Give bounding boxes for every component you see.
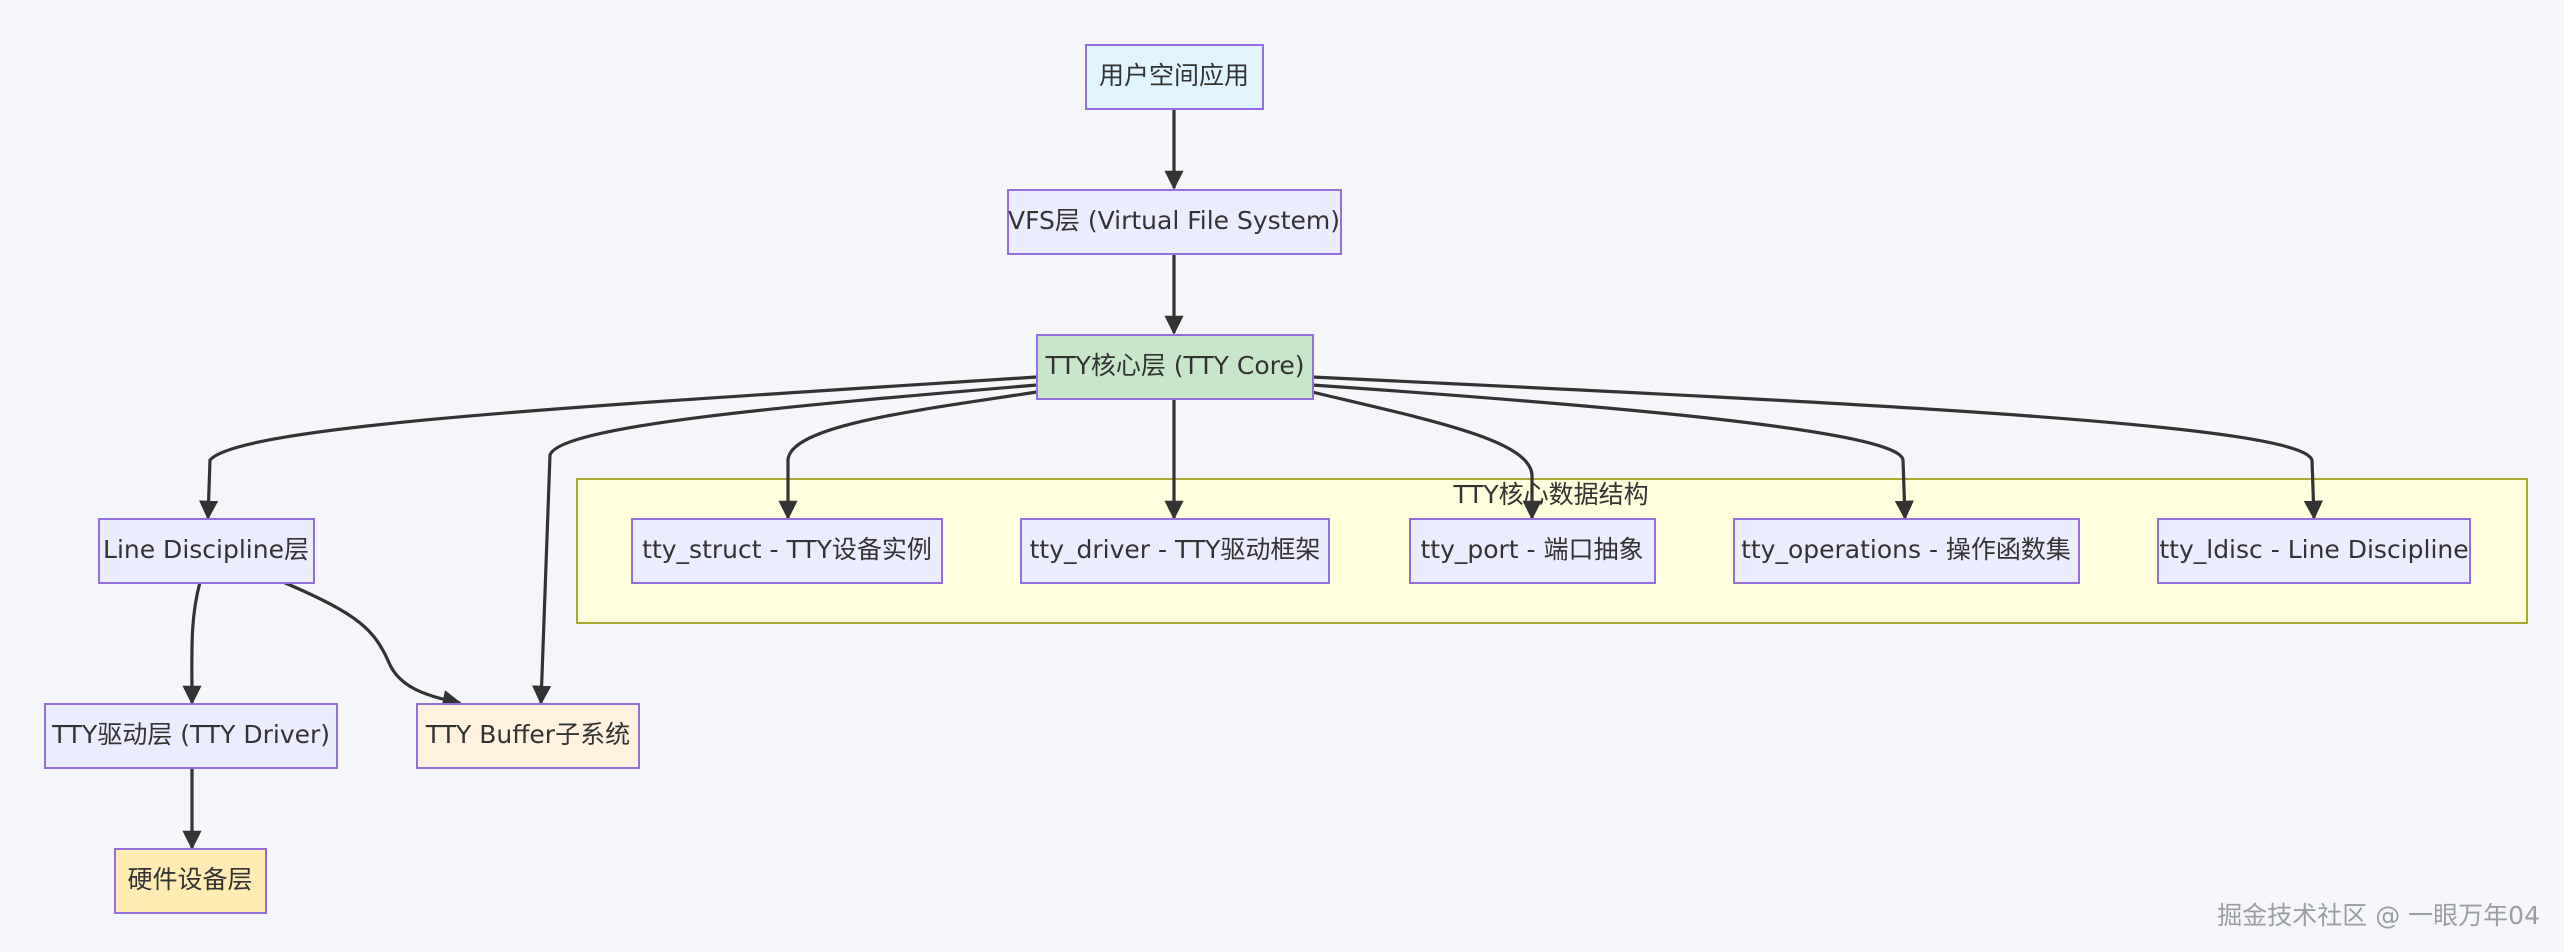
edge-tty-core-to-tty-operations: [1311, 383, 1914, 520]
node-tty-driver: TTY驱动层 (TTY Driver): [44, 703, 338, 769]
node-tty-ldisc-label: tty_ldisc - Line Discipline: [2159, 535, 2468, 564]
edge-line-discipline-to-tty-driver: [182, 581, 202, 705]
node-tty-driver-struct-label: tty_driver - TTY驱动框架: [1030, 535, 1321, 564]
node-line-discipline: Line Discipline层: [98, 518, 315, 584]
edges: [182, 110, 2323, 850]
node-hardware: 硬件设备层: [114, 848, 267, 914]
node-tty-driver-label: TTY驱动层 (TTY Driver): [51, 720, 330, 749]
edge-tty-core-to-tty-port: [1311, 390, 1542, 520]
node-tty-buffer-label: TTY Buffer子系统: [425, 720, 630, 749]
node-tty-core: TTY核心层 (TTY Core): [1036, 334, 1314, 400]
watermark: 掘金技术社区 @ 一眼万年04: [2217, 901, 2540, 930]
node-tty-struct-label: tty_struct - TTY设备实例: [642, 535, 932, 564]
node-tty-port: tty_port - 端口抽象: [1409, 518, 1656, 584]
node-vfs: VFS层 (Virtual File System): [1007, 189, 1342, 255]
node-user-space-label: 用户空间应用: [1099, 61, 1249, 90]
node-tty-core-label: TTY核心层 (TTY Core): [1044, 351, 1304, 380]
node-user-space: 用户空间应用: [1085, 44, 1264, 110]
edge-tty-core-to-tty-struct: [778, 390, 1038, 520]
node-tty-driver-struct: tty_driver - TTY驱动框架: [1020, 518, 1330, 584]
node-tty-buffer: TTY Buffer子系统: [416, 703, 640, 769]
edge-line-discipline-to-tty-buffer: [282, 580, 462, 710]
node-tty-ldisc: tty_ldisc - Line Discipline: [2157, 518, 2471, 584]
node-tty-operations: tty_operations - 操作函数集: [1733, 518, 2080, 584]
edge-tty-core-to-line-discipline: [199, 375, 1038, 520]
node-hardware-label: 硬件设备层: [127, 865, 252, 894]
node-tty-operations-label: tty_operations - 操作函数集: [1741, 535, 2071, 564]
node-tty-struct: tty_struct - TTY设备实例: [631, 518, 943, 584]
node-vfs-label: VFS层 (Virtual File System): [1008, 206, 1340, 235]
node-line-discipline-label: Line Discipline层: [103, 535, 309, 564]
edge-tty-core-to-tty-buffer: [532, 383, 1038, 705]
group-title: TTY核心数据结构: [1452, 480, 1648, 509]
node-tty-port-label: tty_port - 端口抽象: [1420, 535, 1643, 564]
edge-tty-core-to-tty-ldisc: [1311, 375, 2323, 520]
